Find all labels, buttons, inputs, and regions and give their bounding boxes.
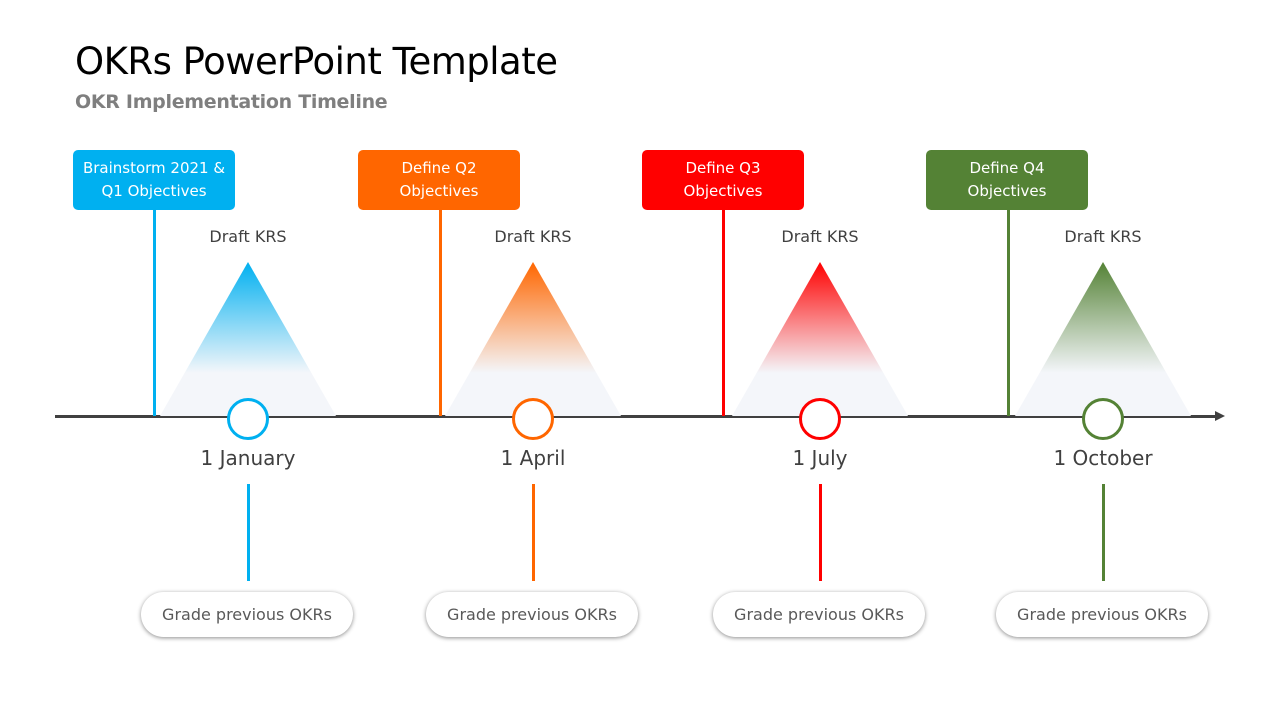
draft-label: Draft KRS (781, 227, 859, 246)
objective-connector (1007, 210, 1010, 416)
milestone-date: 1 April (500, 446, 566, 470)
timeline-axis (55, 415, 1217, 418)
grade-label: Grade previous OKRs (447, 605, 617, 624)
milestone-date: 1 October (1053, 446, 1153, 470)
objective-line1: Define Q2 (401, 159, 477, 177)
objective-connector (722, 210, 725, 416)
objective-line2: Q1 Objectives (101, 182, 207, 200)
draft-triangle (732, 262, 908, 416)
milestone-marker[interactable] (1082, 398, 1124, 440)
objective-line2: Objectives (399, 182, 479, 200)
objective-line1: Brainstorm 2021 & (82, 159, 226, 177)
grade-connector (532, 484, 535, 581)
slide-title: OKRs PowerPoint Template (75, 40, 558, 83)
timeline-arrow-icon (1215, 411, 1225, 421)
grade-pill[interactable]: Grade previous OKRs (996, 592, 1208, 637)
objective-connector (153, 210, 156, 416)
milestone-marker[interactable] (799, 398, 841, 440)
grade-pill[interactable]: Grade previous OKRs (141, 592, 353, 637)
objective-connector (439, 210, 442, 416)
grade-label: Grade previous OKRs (1017, 605, 1187, 624)
draft-triangle (160, 262, 336, 416)
objective-line1: Define Q3 (685, 159, 761, 177)
draft-label: Draft KRS (1064, 227, 1142, 246)
grade-pill[interactable]: Grade previous OKRs (426, 592, 638, 637)
slide-subtitle: OKR Implementation Timeline (75, 91, 388, 113)
objective-box[interactable]: Define Q4 Objectives (926, 150, 1088, 210)
objective-line1: Define Q4 (969, 159, 1045, 177)
grade-connector (1102, 484, 1105, 581)
draft-label: Draft KRS (494, 227, 572, 246)
objective-line2: Objectives (683, 182, 763, 200)
milestone-date: 1 July (792, 446, 848, 470)
objective-line2: Objectives (967, 182, 1047, 200)
objective-box[interactable]: Define Q2 Objectives (358, 150, 520, 210)
milestone-marker[interactable] (227, 398, 269, 440)
milestone-date: 1 January (200, 446, 296, 470)
milestone-marker[interactable] (512, 398, 554, 440)
objective-box[interactable]: Brainstorm 2021 & Q1 Objectives (73, 150, 235, 210)
grade-label: Grade previous OKRs (734, 605, 904, 624)
draft-triangle (445, 262, 621, 416)
draft-label: Draft KRS (209, 227, 287, 246)
grade-label: Grade previous OKRs (162, 605, 332, 624)
grade-pill[interactable]: Grade previous OKRs (713, 592, 925, 637)
grade-connector (819, 484, 822, 581)
grade-connector (247, 484, 250, 581)
objective-box[interactable]: Define Q3 Objectives (642, 150, 804, 210)
draft-triangle (1015, 262, 1191, 416)
